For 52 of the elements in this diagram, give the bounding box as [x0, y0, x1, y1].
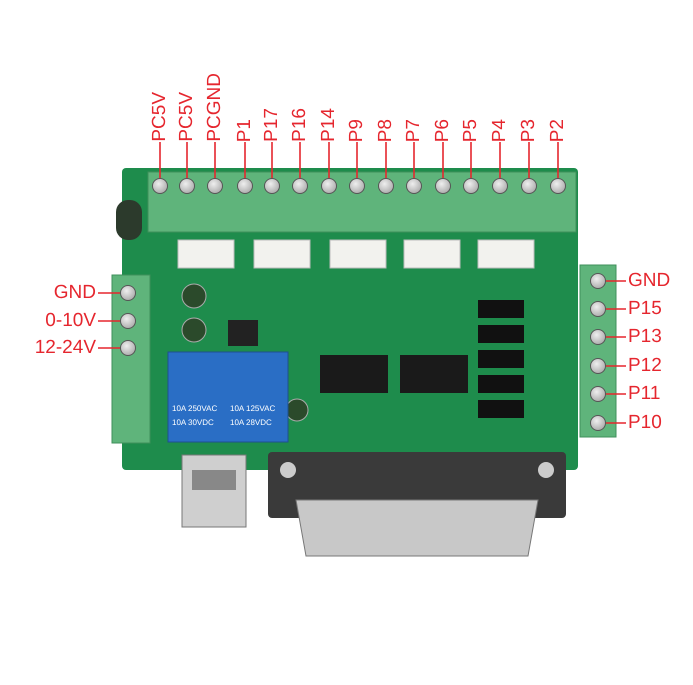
leader-line — [413, 142, 415, 178]
pin-label: P10 — [628, 413, 662, 433]
leader-line — [470, 142, 472, 178]
leader-line — [606, 280, 626, 282]
leader-line — [499, 142, 501, 178]
relay-rating-text: 10A 250VAC — [172, 404, 218, 414]
pin-label: PC5V — [177, 92, 197, 142]
pin-label: P4 — [490, 118, 510, 142]
pin-label: P17 — [262, 108, 282, 142]
leader-line — [606, 422, 626, 424]
pin-label: P8 — [376, 118, 396, 142]
pin-label: P3 — [519, 118, 539, 142]
pin-label: P14 — [319, 108, 339, 142]
pin-label: P6 — [433, 118, 453, 142]
pin-label: GND — [54, 283, 96, 303]
pin-label: PCGND — [205, 73, 225, 142]
leader-line — [606, 308, 626, 310]
relay-rating-text: 10A 28VDC — [230, 418, 272, 428]
pin-label: 12-24V — [34, 338, 96, 358]
pin-label: P15 — [628, 299, 662, 319]
leader-line — [442, 142, 444, 178]
pin-label: P9 — [347, 118, 367, 142]
leader-line — [528, 142, 530, 178]
pin-label: GND — [628, 271, 670, 291]
leader-line — [186, 142, 188, 178]
leader-line — [299, 142, 301, 178]
leader-line — [606, 393, 626, 395]
leader-line — [98, 347, 120, 349]
pin-label: P1 — [235, 118, 255, 142]
leader-line — [557, 142, 559, 178]
leader-line — [356, 142, 358, 178]
pin-label: P16 — [290, 108, 310, 142]
pin-label: P13 — [628, 327, 662, 347]
pin-label: P5 — [461, 118, 481, 142]
leader-line — [606, 336, 626, 338]
leader-line — [98, 292, 120, 294]
leader-line — [385, 142, 387, 178]
pin-label: PC5V — [150, 92, 170, 142]
pin-label: P12 — [628, 356, 662, 376]
relay-rating-text: 10A 30VDC — [172, 418, 214, 428]
pin-label: P11 — [628, 384, 660, 404]
pin-label: 0-10V — [45, 311, 96, 331]
leader-line — [159, 142, 161, 178]
leader-line — [214, 142, 216, 178]
leader-line — [606, 365, 626, 367]
leader-line — [98, 320, 120, 322]
leader-line — [271, 142, 273, 178]
pin-label: P2 — [548, 118, 568, 142]
relay-rating-text: 10A 125VAC — [230, 404, 276, 414]
leader-line — [328, 142, 330, 178]
leader-line — [244, 142, 246, 178]
pin-label: P7 — [404, 118, 424, 142]
